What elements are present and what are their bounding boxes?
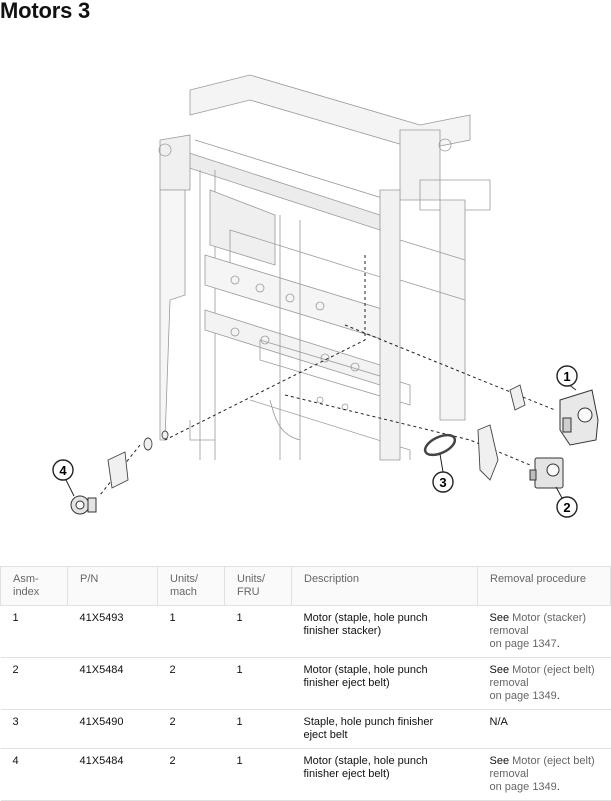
cell-asm: 2 (0, 657, 68, 710)
header-description: Description (291, 566, 478, 606)
parts-table: Asm-index P/N Units/mach Units/FRU Descr… (0, 566, 611, 801)
motor-stacker-1 (559, 389, 599, 446)
cell-pn: 41X5493 (67, 605, 158, 658)
loose-parts (107, 384, 526, 489)
callout-4: 4 (52, 459, 75, 497)
page-title: Motors 3 (0, 0, 91, 23)
callout-3-label: 3 (439, 475, 446, 490)
mount-bracket-1 (509, 384, 526, 411)
motor-bracket-4 (107, 451, 129, 489)
cell-units-mach: 2 (157, 748, 225, 801)
cell-units-fru: 1 (224, 657, 292, 710)
cell-units-fru: 1 (224, 605, 292, 658)
motor-eject-belt-2 (529, 457, 564, 489)
belt-bracket (477, 424, 499, 481)
header-removal-procedure: Removal procedure (477, 566, 611, 606)
header-units-mach: Units/mach (157, 566, 225, 606)
callout-3: 3 (432, 453, 454, 493)
cell-asm: 4 (0, 748, 68, 801)
cell-units-mach: 2 (157, 657, 225, 710)
cell-removal: N/A (477, 709, 611, 749)
cell-units-fru: 1 (224, 748, 292, 801)
cell-units-mach: 1 (157, 605, 225, 658)
callout-2-label: 2 (563, 500, 570, 515)
table-header-row: Asm-index P/N Units/mach Units/FRU Descr… (0, 566, 611, 606)
callout-2: 2 (555, 486, 578, 518)
header-pn: P/N (67, 566, 158, 606)
cell-units-fru: 1 (224, 709, 292, 749)
finisher-frame (158, 74, 491, 461)
eject-belt-3 (423, 433, 457, 457)
exploded-parts-diagram: 1 2 3 4 (52, 74, 599, 518)
callout-4-label: 4 (59, 463, 67, 478)
cell-units-mach: 2 (157, 709, 225, 749)
motor-eject-belt-4 (70, 495, 97, 515)
cell-asm: 1 (0, 605, 68, 658)
cell-pn: 41X5490 (67, 709, 158, 749)
table-row: 3 41X5490 2 1 Staple, hole punch finishe… (0, 709, 611, 749)
cell-pn: 41X5484 (67, 657, 158, 710)
header-units-fru: Units/FRU (224, 566, 292, 606)
callout-1: 1 (556, 365, 578, 391)
cell-asm: 3 (0, 709, 68, 749)
callout-1-label: 1 (563, 369, 570, 384)
cell-pn: 41X5484 (67, 748, 158, 801)
header-asm-index: Asm-index (0, 566, 68, 606)
